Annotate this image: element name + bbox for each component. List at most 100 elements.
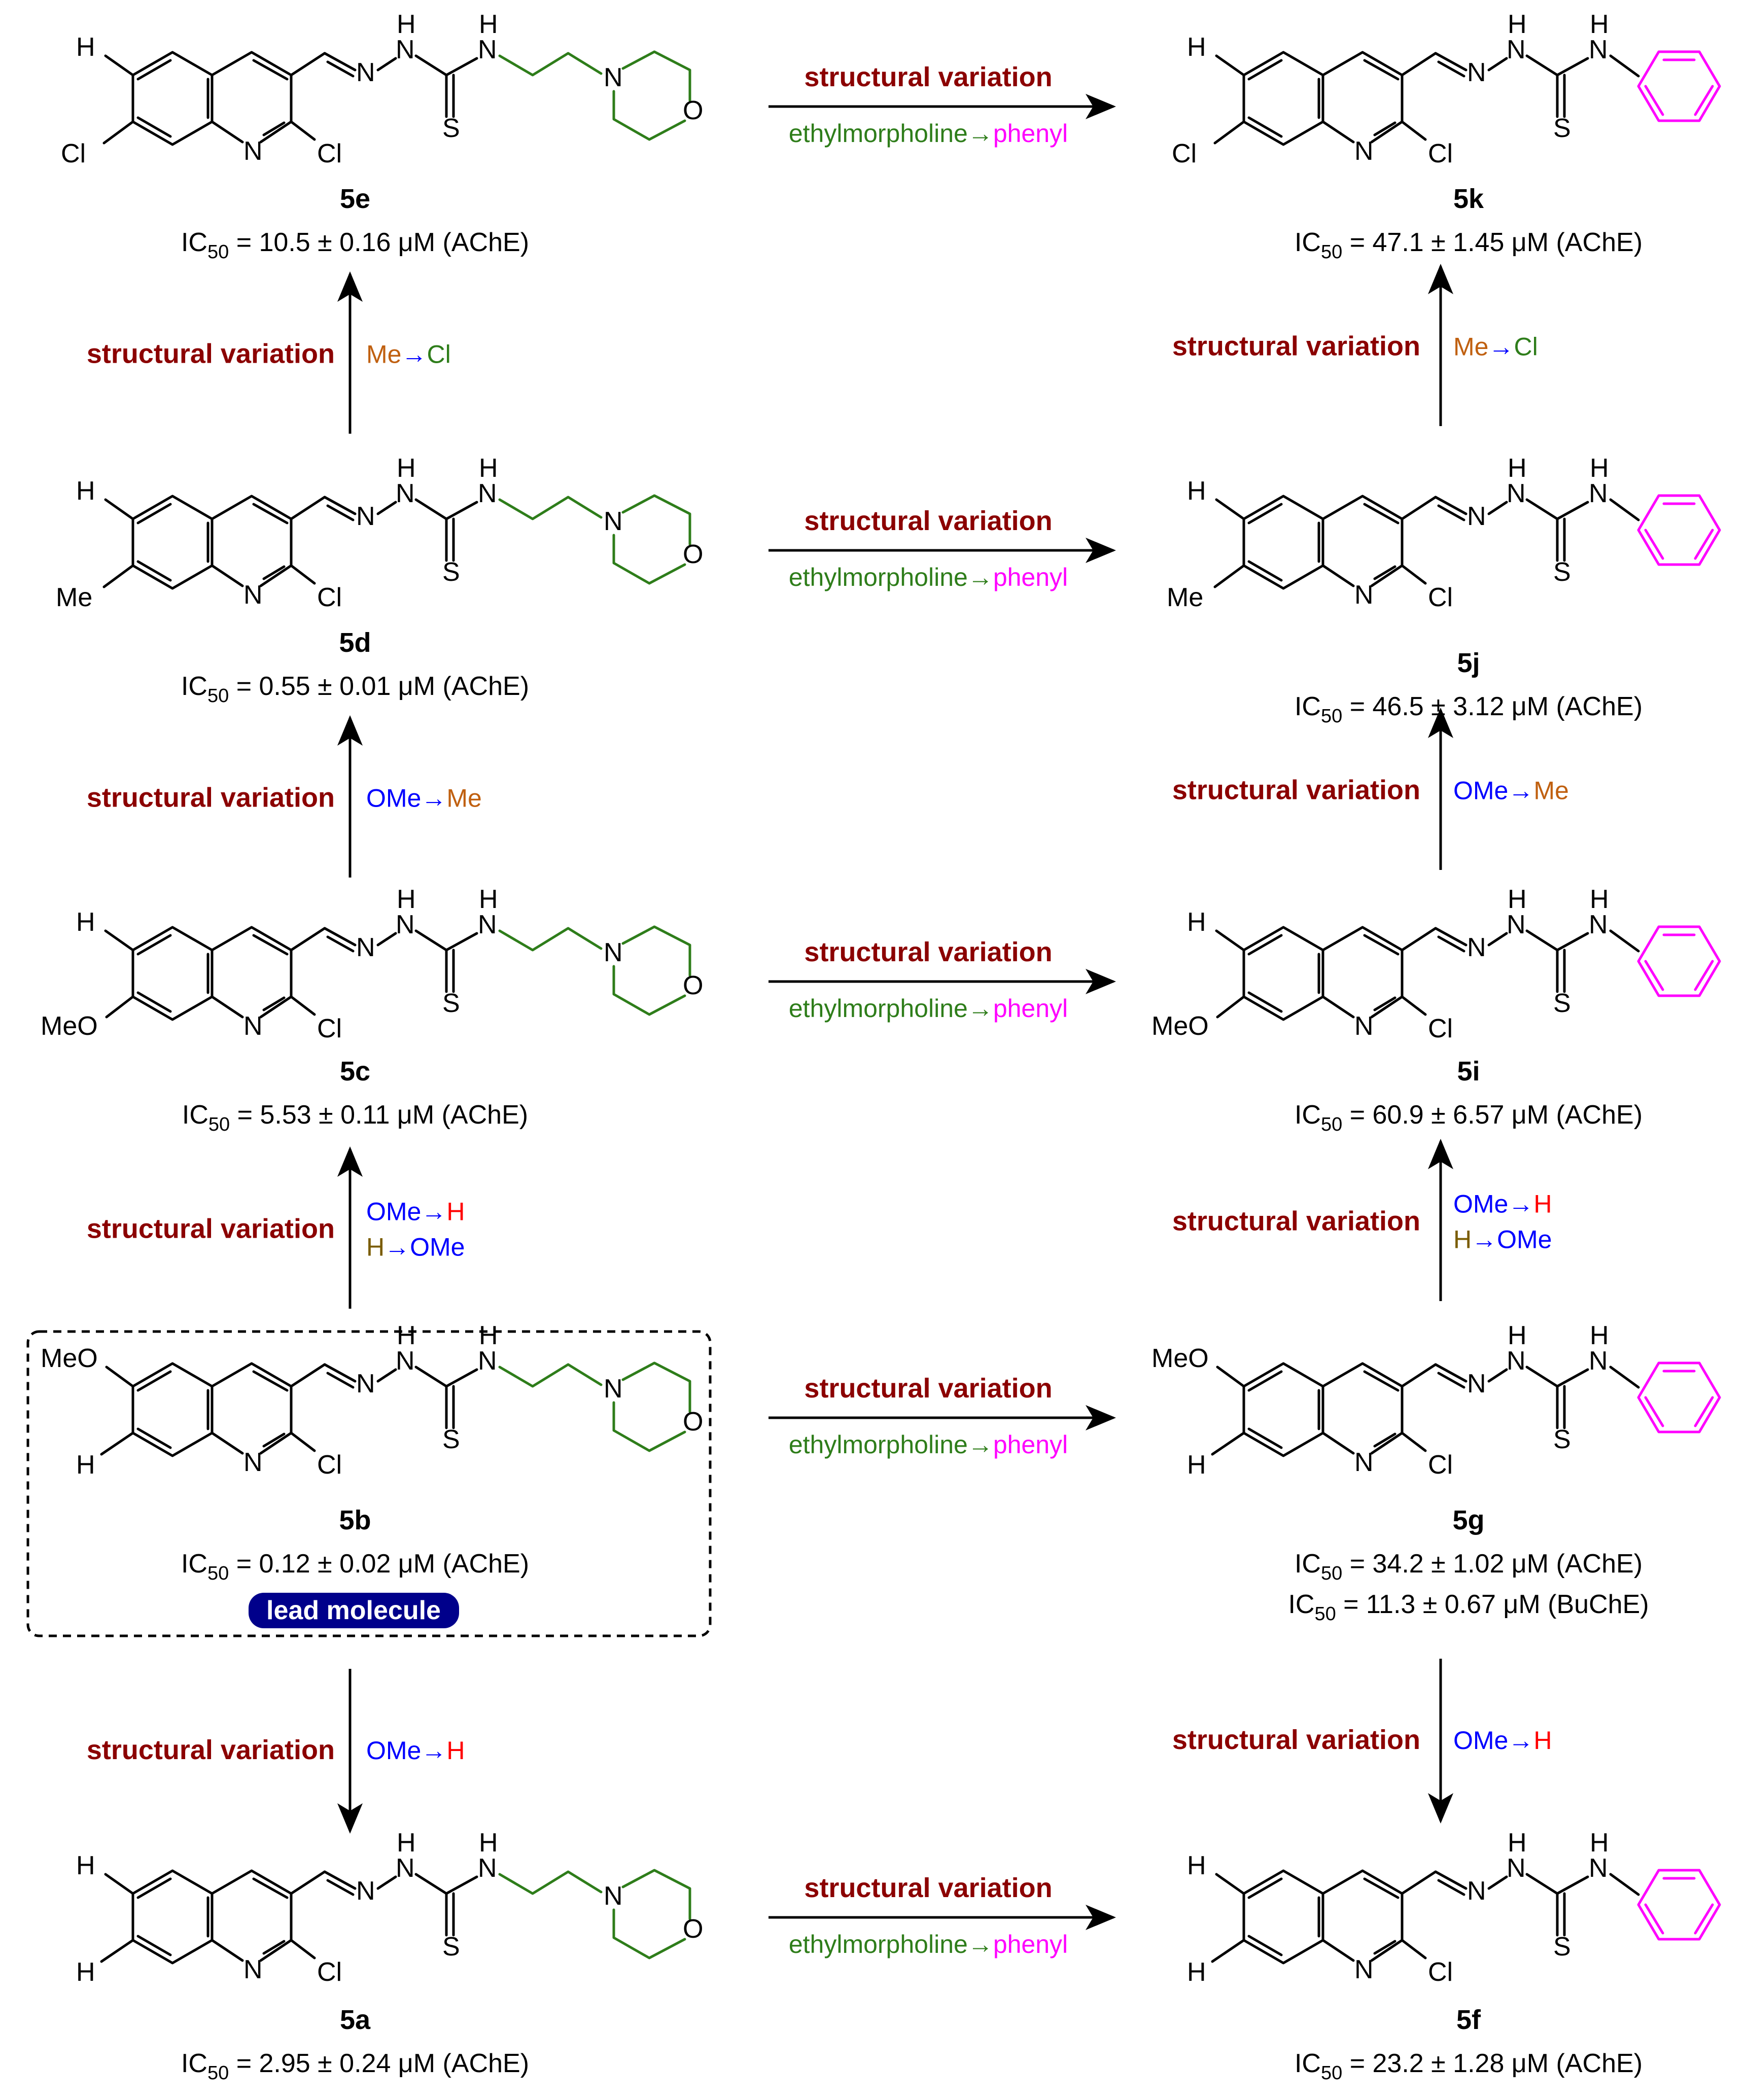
bond [1525, 929, 1559, 952]
bond [1609, 1366, 1640, 1389]
amide-h-label: H [1590, 1321, 1609, 1350]
phenyl-double-bond [1644, 1903, 1664, 1935]
bond [290, 1870, 326, 1895]
substitution-label: OMe→Me [1453, 777, 1569, 805]
bond [1321, 564, 1355, 587]
bond [104, 1873, 134, 1895]
bond [1321, 995, 1355, 1019]
imine-double-bond [1437, 504, 1465, 521]
ic50-value: IC50 = 5.53 ± 0.11 μM (AChE) [182, 1100, 528, 1135]
hydrazine-n-label: N [396, 479, 415, 508]
substitution-label: ethylmorpholine→phenyl [789, 1430, 1068, 1459]
bond [1525, 1366, 1559, 1388]
ic50-value: IC50 = 2.95 ± 0.24 μM (AChE) [181, 2049, 529, 2084]
amide-n-label: N [1589, 1346, 1608, 1376]
bond [414, 929, 448, 952]
phenyl-ring [1637, 925, 1721, 997]
pyridine-ring [1321, 51, 1404, 123]
chloro-label: Cl [317, 139, 342, 168]
phenyl-double-bond [1644, 960, 1664, 991]
ic50-value: IC50 = 34.2 ± 1.02 μM (AChE) [1295, 1549, 1643, 1584]
ic50-value: IC50 = 10.5 ± 0.16 μM (AChE) [181, 228, 529, 263]
nitrogen-label: N [1354, 580, 1374, 610]
double-bond [1363, 503, 1400, 524]
double-bond [1373, 1432, 1396, 1448]
imine-double-bond [326, 60, 355, 78]
bond [1216, 995, 1245, 1019]
amide-n-label: N [478, 1346, 497, 1376]
bond [1487, 1875, 1508, 1890]
compound-name: 5f [1456, 2005, 1481, 2035]
pyridine-ring [211, 495, 293, 567]
bond [414, 1366, 448, 1388]
bond [1401, 496, 1437, 520]
bond [376, 932, 397, 947]
double-bond [1247, 1427, 1283, 1449]
sulfur-label: S [1553, 557, 1571, 587]
morpholine-o-label: O [683, 540, 703, 569]
substituent-6-label: H [76, 1851, 95, 1880]
bond [1215, 1873, 1245, 1895]
bond [414, 498, 448, 520]
bond [1211, 1939, 1245, 1963]
bond [1401, 1939, 1427, 1959]
substituent-6-label: H [1187, 1851, 1206, 1880]
pyridine-ring [211, 51, 293, 123]
substituent-7-label: H [76, 1957, 95, 1987]
substituent-7-label: H [1187, 1957, 1206, 1987]
lead-badge-label: lead molecule [266, 1596, 441, 1625]
imine-n-label: N [1467, 933, 1486, 962]
bond [290, 995, 316, 1016]
substituent-7-label: Me [1167, 583, 1203, 612]
double-bond [1247, 991, 1283, 1013]
chloro-label: Cl [1428, 1014, 1453, 1043]
imine-bond [1434, 496, 1468, 515]
bond [259, 1939, 293, 1962]
bond [1556, 1875, 1589, 1895]
double-bond [1373, 1940, 1396, 1955]
bond [1556, 1368, 1589, 1388]
bond [105, 995, 134, 1019]
bond [259, 120, 293, 144]
amide-n-label: N [1589, 910, 1608, 939]
nitrogen-label: N [1354, 136, 1374, 166]
substituent-7-label: Me [56, 583, 92, 612]
amide-n-label: N [478, 910, 497, 939]
pyridine-ring [211, 926, 293, 998]
double-bond [1373, 996, 1396, 1011]
methoxy-label: MeO [1151, 1011, 1209, 1041]
hydrazine-n-label: N [396, 1853, 415, 1883]
substituent-7-label: H [76, 1450, 95, 1480]
double-bond [262, 1940, 286, 1955]
pyridine-ring [211, 1869, 293, 1942]
structural-variation-label: structural variation [1172, 775, 1420, 806]
morpholine-o-label: O [683, 1914, 703, 1944]
phenyl-double-bond [1644, 529, 1664, 560]
nitrogen-label: N [243, 136, 263, 166]
nitrogen-label: N [1354, 1955, 1374, 1984]
substitution-label: ethylmorpholine→phenyl [789, 119, 1068, 148]
ethyl-chain [498, 1870, 603, 1895]
bond [1370, 120, 1404, 144]
hydrazine-n-label: N [396, 1346, 415, 1376]
bond [211, 995, 244, 1019]
hydrazine-h-label: H [397, 10, 416, 39]
imine-bond [1434, 52, 1468, 72]
benzo-ring [1242, 926, 1324, 1021]
bond [102, 120, 134, 145]
ic50-value: IC50 = 23.2 ± 1.28 μM (AChE) [1295, 2049, 1643, 2084]
benzo-ring [1242, 495, 1324, 590]
imine-n-label: N [1467, 1876, 1486, 1906]
double-bond [252, 934, 289, 956]
imine-bond [323, 1870, 357, 1890]
bond [259, 564, 293, 587]
bond [1556, 501, 1589, 520]
